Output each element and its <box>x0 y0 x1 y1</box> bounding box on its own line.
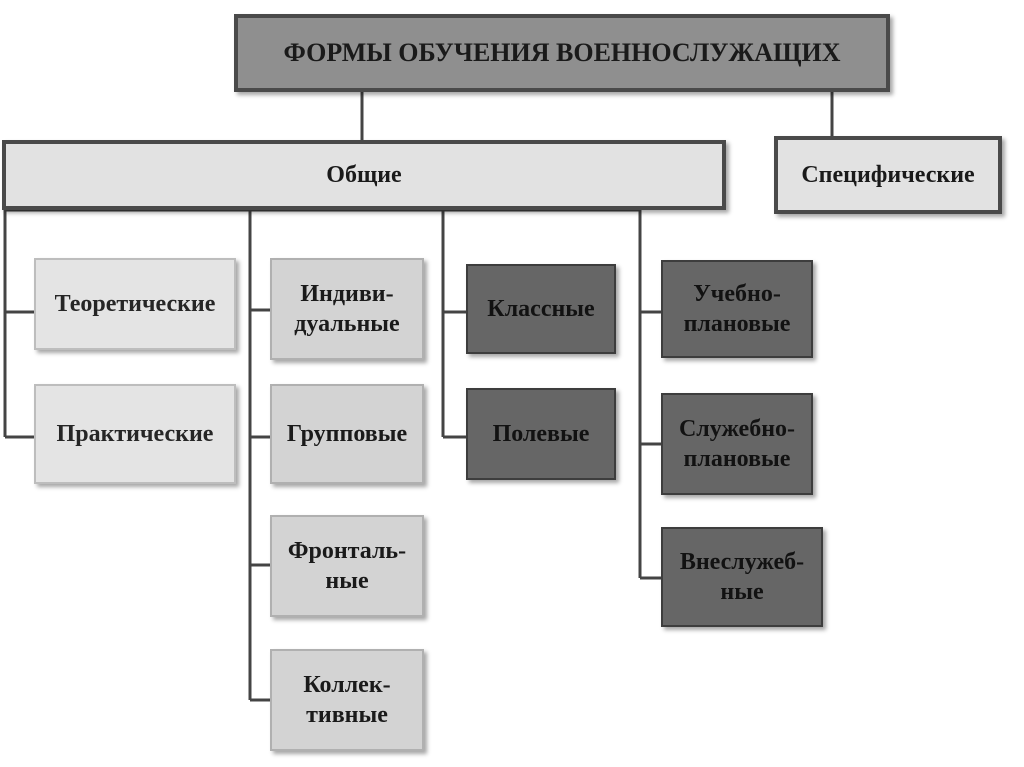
collective-box: Коллек- тивные <box>270 649 424 751</box>
diagram-title: ФОРМЫ ОБУЧЕНИЯ ВОЕННОСЛУЖАЩИХ <box>234 14 890 92</box>
specific-forms-label: Специфические <box>801 162 975 188</box>
specific-forms-box: Специфические <box>774 136 1002 214</box>
classroom-box: Классные <box>466 264 616 354</box>
frontal-box: Фронталь- ные <box>270 515 424 617</box>
training-plan-label: Учебно- плановые <box>683 281 791 337</box>
practical-box: Практические <box>34 384 236 484</box>
diagram-title-text: ФОРМЫ ОБУЧЕНИЯ ВОЕННОСЛУЖАЩИХ <box>283 37 841 67</box>
individual-box: Индиви- дуальные <box>270 258 424 360</box>
training-plan-box: Учебно- плановые <box>661 260 813 358</box>
individual-label: Индиви- дуальные <box>294 281 400 337</box>
collective-label: Коллек- тивные <box>303 672 391 728</box>
general-forms-label: Общие <box>326 162 402 188</box>
classroom-label: Классные <box>487 296 595 322</box>
service-plan-box: Служебно- плановые <box>661 393 813 495</box>
field-box: Полевые <box>466 388 616 480</box>
extra-service-label: Внеслужеб- ные <box>679 549 805 605</box>
theoretical-label: Теоретические <box>54 291 216 317</box>
field-label: Полевые <box>492 421 590 447</box>
group-label: Групповые <box>286 421 408 447</box>
frontal-label: Фронталь- ные <box>287 538 407 594</box>
group-box: Групповые <box>270 384 424 484</box>
general-forms-box: Общие <box>2 140 726 210</box>
service-plan-label: Служебно- плановые <box>678 416 796 472</box>
theoretical-box: Теоретические <box>34 258 236 350</box>
practical-label: Практические <box>56 421 214 447</box>
extra-service-box: Внеслужеб- ные <box>661 527 823 627</box>
